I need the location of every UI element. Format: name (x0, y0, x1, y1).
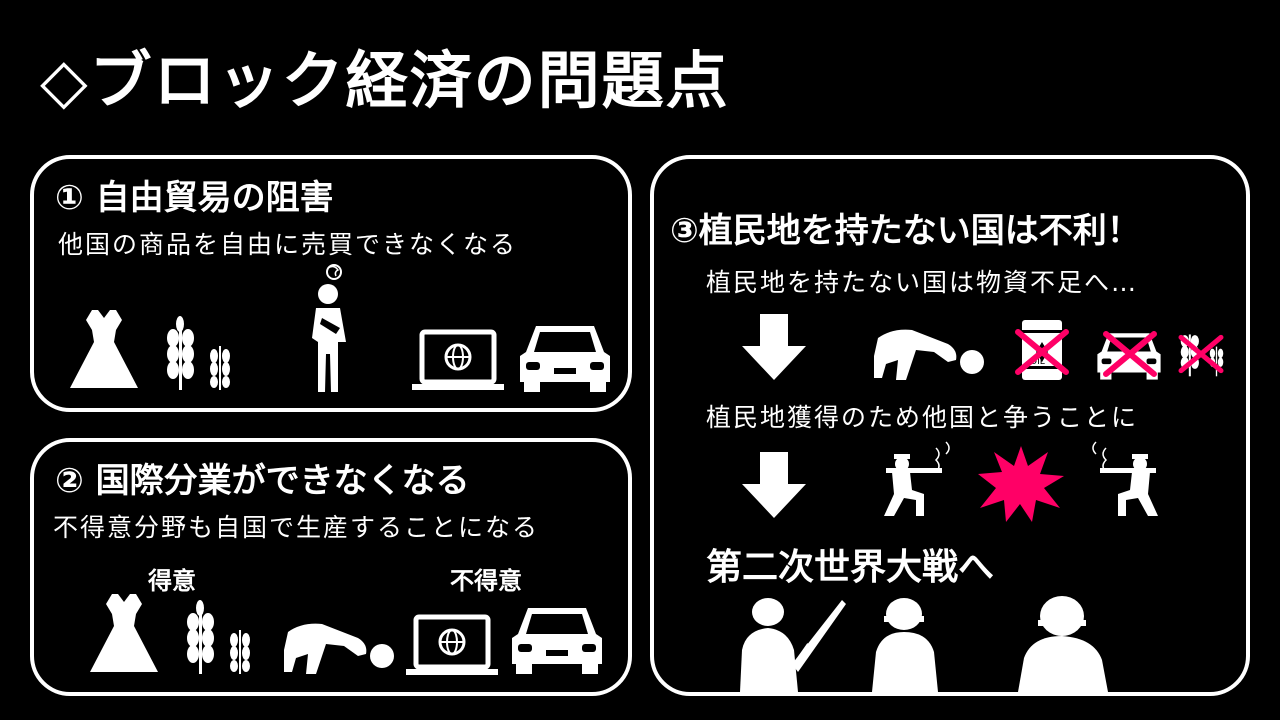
kneeling-person-icon (874, 329, 984, 380)
panel3-heading: ③植民地を持たない国は不利！ (670, 211, 1141, 251)
car-icon (520, 326, 610, 392)
dress-icon (70, 310, 138, 388)
laptop-globe-icon (412, 329, 504, 390)
confused-person-icon (312, 264, 346, 392)
cross-mark-icon (1178, 334, 1224, 374)
soldier-aiming-icon (1092, 441, 1158, 516)
cross-mark-icon (1103, 331, 1157, 377)
panel-colonies (650, 155, 1250, 696)
panel1-heading: ① 自由貿易の阻害 (55, 178, 334, 218)
label-strong: 得意 (148, 567, 196, 595)
panel2-caption: 不得意分野も自国で生産することになる (53, 513, 540, 542)
cross-mark-icon (1015, 329, 1069, 375)
panel1-caption: 他国の商品を自由に売買できなくなる (58, 230, 518, 259)
panel3-result: 第二次世界大戦へ (706, 547, 995, 588)
soldiers-silhouette-icon (740, 596, 1108, 692)
down-arrow-icon (742, 452, 806, 518)
explosion-icon (978, 446, 1064, 522)
panel2-heading: ② 国際分業ができなくなる (55, 461, 470, 501)
oil-label: OIL (1030, 357, 1045, 367)
down-arrow-icon (742, 314, 806, 380)
label-weak: 不得意 (450, 567, 522, 595)
panel3-caption1: 植民地を持たない国は物資不足へ… (706, 268, 1139, 297)
dress-icon (90, 594, 158, 672)
kneeling-person-icon (284, 623, 394, 674)
panel3-caption2: 植民地獲得のため他国と争うことに (706, 403, 1139, 432)
panel-free-trade (30, 155, 632, 412)
car-icon (512, 608, 602, 674)
wheat-icon (167, 316, 230, 390)
panel-division-of-labor (30, 438, 632, 696)
wheat-icon (187, 600, 250, 674)
laptop-globe-icon (406, 614, 498, 675)
page-title: ◇ブロック経済の問題点 (40, 44, 730, 117)
soldier-aiming-icon (884, 441, 950, 516)
